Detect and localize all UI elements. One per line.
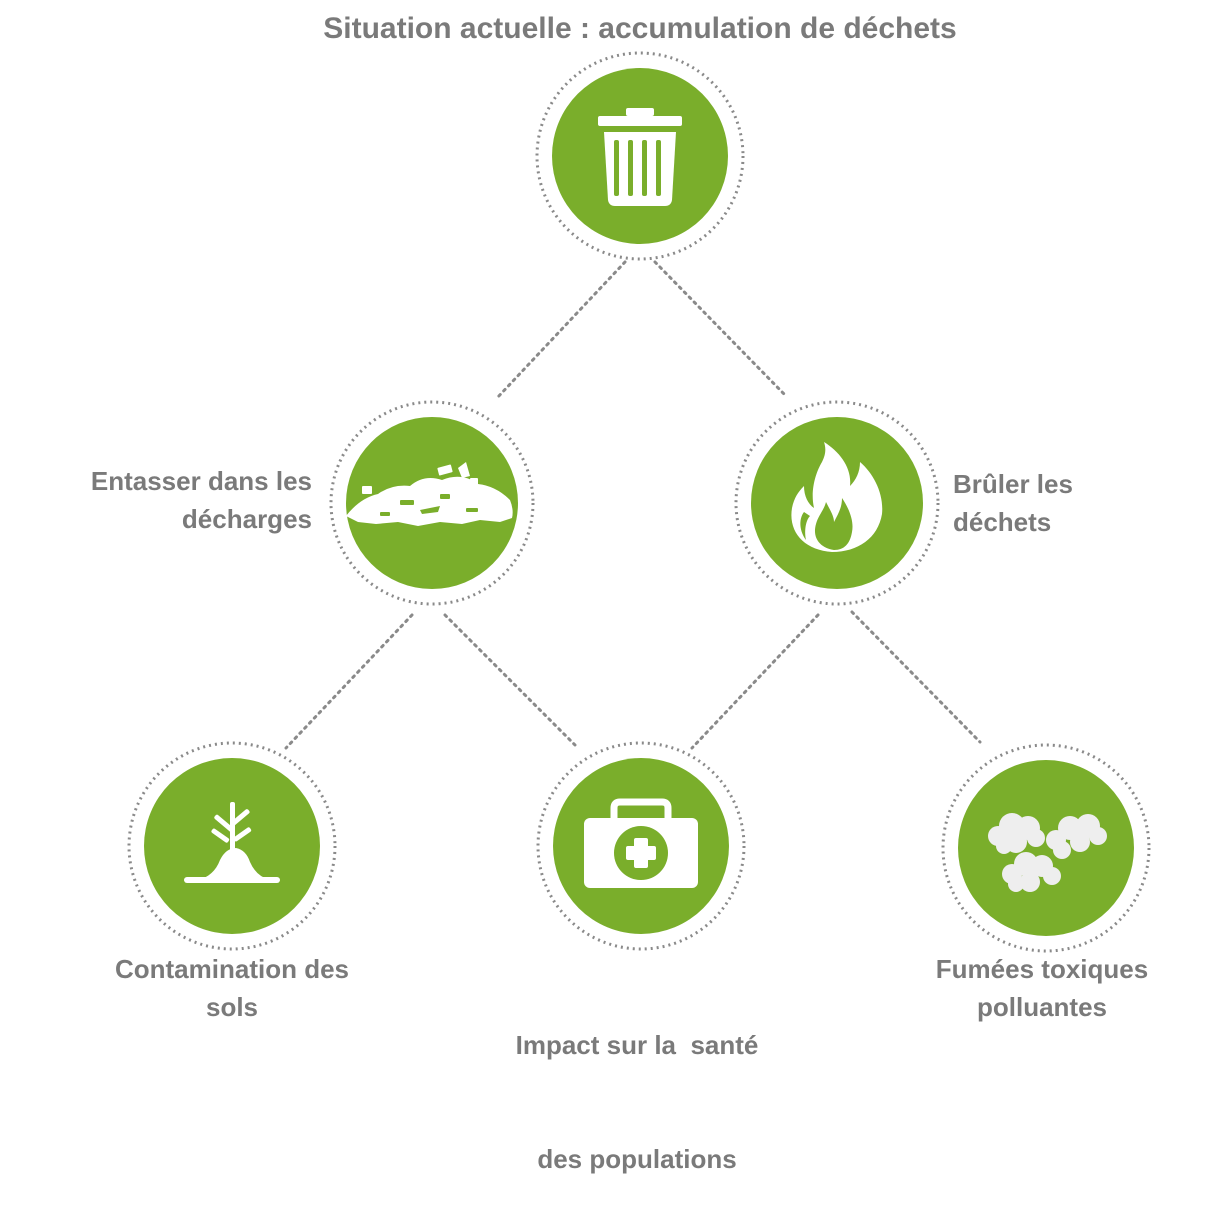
connector-landfill-soil bbox=[284, 613, 414, 750]
node-ring bbox=[536, 741, 746, 951]
connectors bbox=[284, 260, 982, 750]
label-fumes-line-2: polluantes bbox=[976, 992, 1107, 1022]
label-soil-line-1: Contamination des bbox=[114, 954, 349, 984]
connector-burn-fumes bbox=[850, 610, 982, 744]
sprout-soil-icon bbox=[184, 802, 280, 883]
flame-icon bbox=[791, 442, 883, 552]
first-aid-kit-icon bbox=[584, 798, 698, 888]
node-ring bbox=[127, 741, 337, 951]
diagram-canvas bbox=[127, 51, 1151, 953]
label-landfill-line-1: Entasser dans les bbox=[90, 466, 312, 496]
node-health bbox=[536, 741, 746, 951]
label-health-line-2: des populations bbox=[537, 1144, 737, 1174]
smoke-clouds-icon bbox=[988, 813, 1107, 892]
node-ring bbox=[734, 400, 940, 606]
label-landfill: Entasser dans les décharges bbox=[30, 462, 312, 538]
label-health: Impact sur la santé des populations bbox=[482, 950, 792, 1216]
node-landfill bbox=[329, 400, 535, 606]
node-ring bbox=[941, 743, 1151, 953]
connector-root-landfill bbox=[495, 260, 627, 400]
landfill-pile-icon bbox=[346, 462, 513, 526]
node-ring bbox=[535, 51, 745, 261]
label-burn-line-2: déchets bbox=[953, 507, 1052, 537]
label-soil-line-2: sols bbox=[205, 992, 259, 1022]
node-ring bbox=[329, 400, 535, 606]
label-landfill-line-2: décharges bbox=[181, 504, 312, 534]
connector-landfill-health bbox=[443, 613, 577, 747]
connector-root-burn bbox=[653, 260, 787, 397]
connector-burn-health bbox=[690, 613, 820, 750]
node-soil bbox=[127, 741, 337, 951]
label-fumes-line-1: Fumées toxiques bbox=[935, 954, 1149, 984]
node-fumes bbox=[941, 743, 1151, 953]
diagram-title: Situation actuelle : accumulation de déc… bbox=[323, 12, 957, 45]
label-burn: Brûler les déchets bbox=[953, 465, 1173, 541]
node-root bbox=[535, 51, 745, 261]
label-soil: Contamination des sols bbox=[82, 950, 382, 1026]
label-fumes: Fumées toxiques polluantes bbox=[902, 950, 1182, 1026]
node-disc bbox=[958, 760, 1134, 936]
trash-can-icon bbox=[598, 108, 682, 206]
label-health-line-1: Impact sur la santé bbox=[515, 1030, 759, 1060]
node-burn bbox=[734, 400, 940, 606]
label-burn-line-1: Brûler les bbox=[953, 469, 1073, 499]
